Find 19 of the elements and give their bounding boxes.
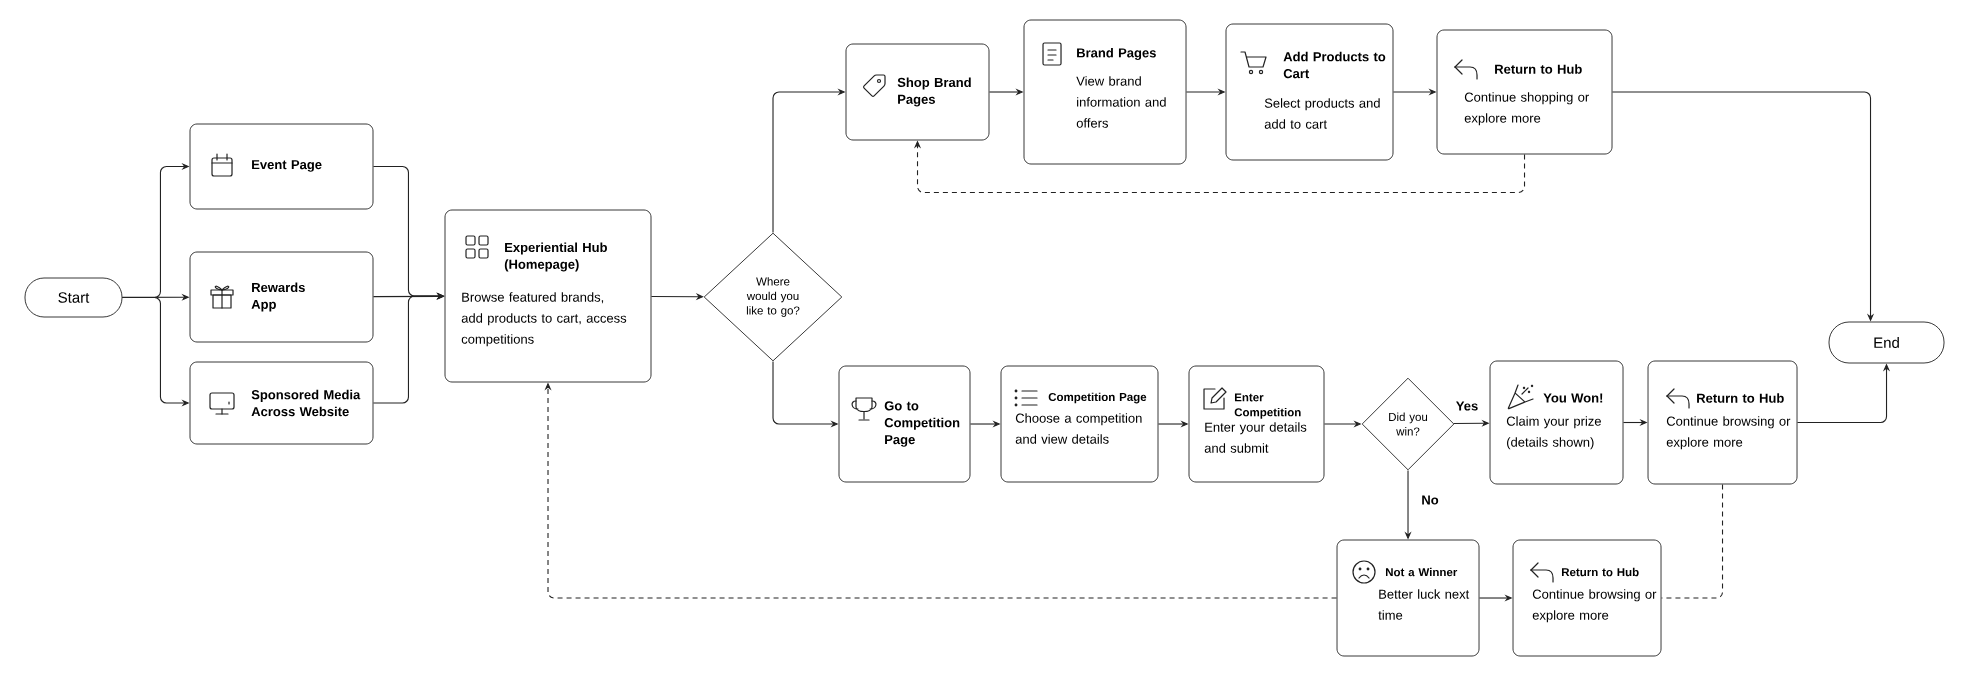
process-box: Return to Hub Continue shopping or explore more: [1436, 29, 1613, 155]
process-box: Competition Page Choose a competition and view details: [1000, 365, 1159, 483]
process-box: You Won! Claim your prize (details shown): [1489, 360, 1624, 485]
process-box: Return to Hub Continue browsing or explore more: [1647, 360, 1798, 485]
process-box: Brand Pages View brand information and offers: [1023, 19, 1187, 165]
process-box: Go to Competition Page: [838, 365, 971, 483]
process-box: Return to Hub Continue browsing or explore more: [1512, 539, 1662, 657]
process-box: Shop Brand Pages: [845, 43, 990, 141]
terminal-pill: End: [1828, 321, 1945, 364]
process-box: Enter Competition Enter your details and submit: [1188, 365, 1325, 483]
terminal-pill: Start: [24, 277, 123, 318]
process-box: Rewards App: [189, 251, 374, 343]
edge-label: No: [1419, 493, 1441, 507]
edge-label: Yes: [1453, 399, 1481, 413]
process-box: Event Page: [189, 123, 374, 210]
process-box: Sponsored Media Across Website: [189, 361, 374, 445]
process-box: Experiential Hub (Homepage) Browse featured brands, add products to cart, access competitions: [444, 209, 652, 383]
process-box: Add Products to Cart Select products and add to cart: [1225, 23, 1394, 161]
process-box: Not a Winner Better luck next time: [1336, 539, 1480, 657]
